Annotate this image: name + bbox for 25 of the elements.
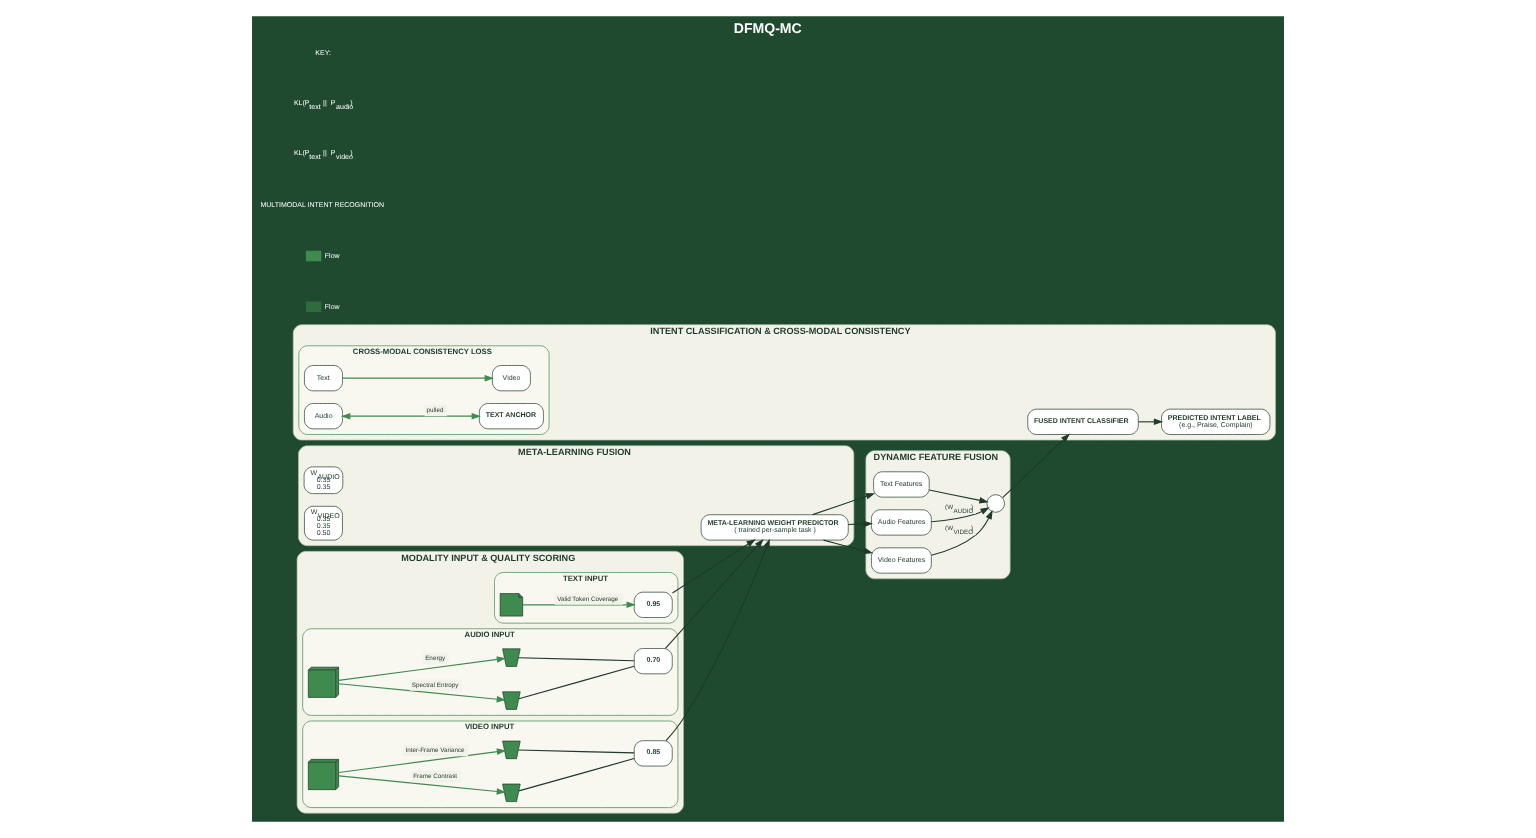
connector <box>517 657 635 662</box>
arrow <box>341 412 481 420</box>
arrow <box>1002 433 1070 499</box>
node-gauge <box>502 783 521 802</box>
arrow <box>338 748 507 774</box>
arrow <box>664 538 764 649</box>
arrow <box>665 538 770 742</box>
connector <box>518 665 635 700</box>
arrow <box>671 539 756 594</box>
connector <box>518 758 635 792</box>
connector <box>517 749 635 754</box>
node-circle <box>986 494 1005 513</box>
node-gauge <box>502 691 521 710</box>
arrow <box>930 510 993 556</box>
arrow <box>342 374 494 382</box>
node-gauge <box>502 740 521 759</box>
node-gauge <box>502 648 521 667</box>
arrow <box>338 656 507 681</box>
arrow <box>847 520 873 528</box>
arrow <box>338 683 506 703</box>
arrow <box>338 775 506 795</box>
arrow <box>822 539 874 554</box>
arrow <box>928 489 989 504</box>
arrow <box>930 507 990 523</box>
arrow <box>812 493 876 516</box>
